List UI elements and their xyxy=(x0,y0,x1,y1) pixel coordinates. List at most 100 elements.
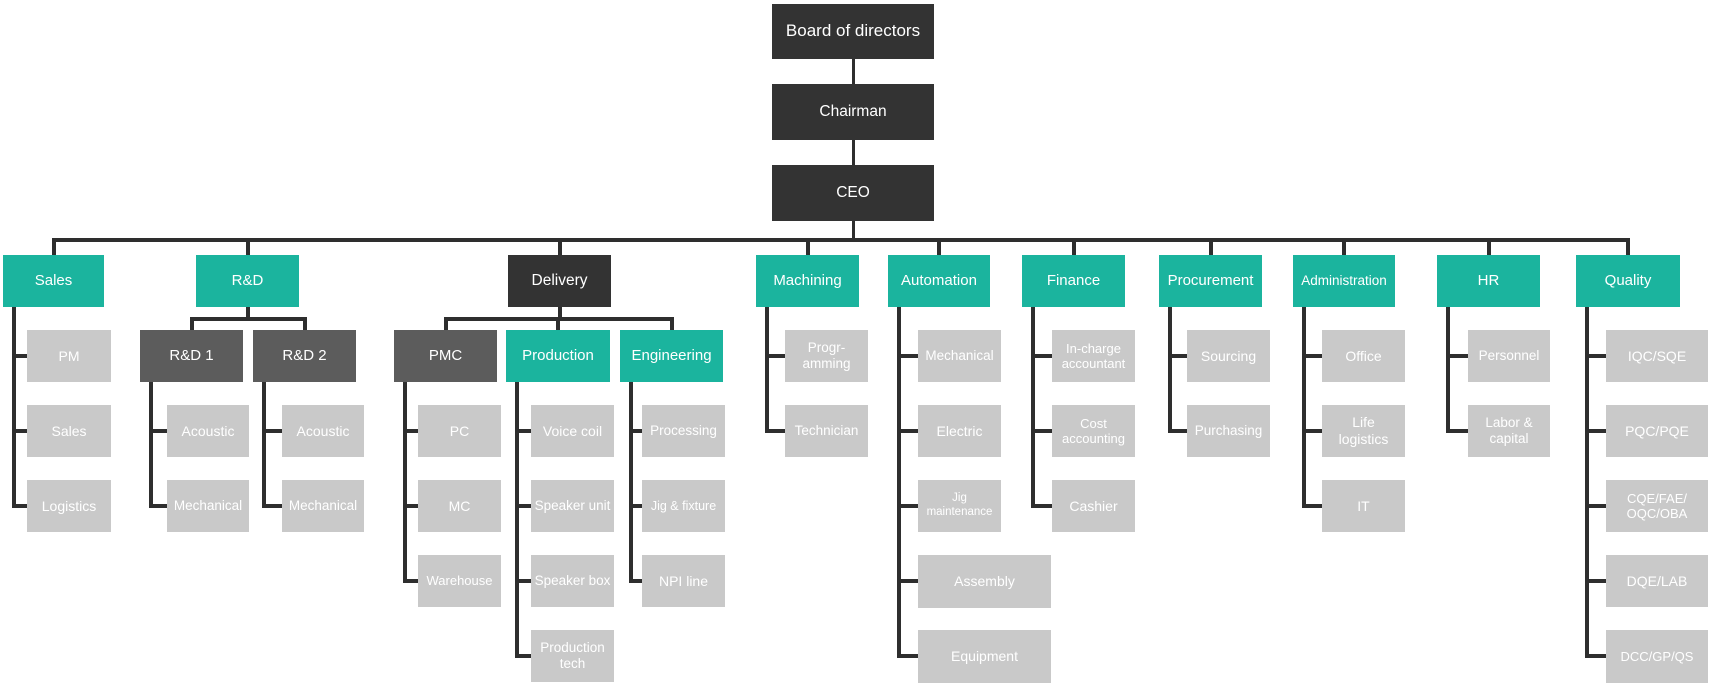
org-node-technician: Technician xyxy=(785,405,868,457)
org-node-pm: PM xyxy=(27,330,111,382)
org-node-warehouse: Warehouse xyxy=(418,555,501,607)
connector-line xyxy=(897,579,918,583)
org-node-hr: HR xyxy=(1437,255,1540,307)
connector-line xyxy=(765,354,785,358)
org-node-auto-mechanical: Mechanical xyxy=(918,330,1001,382)
connector-line xyxy=(1208,238,1213,255)
connector-line xyxy=(1168,354,1187,358)
org-node-logistics: Logistics xyxy=(27,480,111,532)
org-node-equipment: Equipment xyxy=(918,630,1051,683)
connector-line xyxy=(262,382,266,508)
org-node-engineering: Engineering xyxy=(620,330,723,382)
org-node-finance: Finance xyxy=(1022,255,1125,307)
connector-line xyxy=(629,504,642,508)
org-node-procurement: Procurement xyxy=(1159,255,1262,307)
org-node-machining: Machining xyxy=(756,255,859,307)
connector-line xyxy=(1585,354,1606,358)
connector-line xyxy=(515,429,531,433)
org-node-chairman: Chairman xyxy=(772,84,934,140)
connector-line xyxy=(765,429,785,433)
org-node-life-logistics: Life logistics xyxy=(1322,405,1405,457)
connector-line xyxy=(851,59,855,84)
org-node-speaker-unit: Speaker unit xyxy=(531,480,614,532)
org-node-rnd-2-acoustic: Acoustic xyxy=(282,405,364,457)
org-node-quality: Quality xyxy=(1576,255,1680,307)
connector-line xyxy=(403,382,407,583)
connector-line xyxy=(12,429,27,433)
org-node-speaker-box: Speaker box xyxy=(531,555,614,607)
connector-line xyxy=(1031,429,1052,433)
connector-line xyxy=(403,429,418,433)
connector-line xyxy=(12,354,27,358)
connector-line xyxy=(1168,429,1187,433)
connector-line xyxy=(1031,354,1052,358)
connector-line xyxy=(897,307,901,658)
connector-line xyxy=(1585,504,1606,508)
connector-line xyxy=(149,382,153,508)
org-node-rnd-1-acoustic: Acoustic xyxy=(167,405,249,457)
org-node-assembly: Assembly xyxy=(918,555,1051,608)
connector-line xyxy=(1446,354,1468,358)
connector-line xyxy=(51,238,56,255)
org-node-dcc-gp-qs: DCC/GP/QS xyxy=(1606,630,1708,683)
connector-line xyxy=(12,307,16,508)
org-node-cqe-fae: CQE/FAE/ OQC/OBA xyxy=(1606,480,1708,532)
org-node-rnd-1-mechanical: Mechanical xyxy=(167,480,249,532)
connector-line xyxy=(245,307,250,321)
connector-line xyxy=(669,317,674,330)
connector-line xyxy=(189,317,307,321)
org-node-it: IT xyxy=(1322,480,1405,532)
org-node-processing: Processing xyxy=(642,405,725,457)
connector-line xyxy=(556,317,560,330)
connector-line xyxy=(262,429,282,433)
connector-line xyxy=(1626,238,1630,255)
org-node-sales: Sales xyxy=(3,255,104,307)
connector-line xyxy=(1446,307,1450,433)
org-node-sales-team: Sales xyxy=(27,405,111,457)
org-node-production-tech: Production tech xyxy=(531,630,614,682)
org-node-jig-maintenance: Jig maintenance xyxy=(918,480,1001,532)
org-node-rnd-2-mechanical: Mechanical xyxy=(282,480,364,532)
connector-line xyxy=(1168,307,1172,433)
org-node-voice-coil: Voice coil xyxy=(531,405,614,457)
org-node-delivery: Delivery xyxy=(508,255,611,307)
org-node-automation: Automation xyxy=(888,255,990,307)
org-node-office: Office xyxy=(1322,330,1405,382)
connector-line xyxy=(1585,654,1606,658)
connector-line xyxy=(897,654,918,658)
connector-line xyxy=(149,429,167,433)
org-node-production: Production xyxy=(506,330,610,382)
connector-line xyxy=(851,140,855,165)
connector-line xyxy=(515,504,531,508)
org-node-personnel: Personnel xyxy=(1468,330,1550,382)
connector-line xyxy=(1031,307,1035,508)
org-node-labor-capital: Labor & capital xyxy=(1468,405,1550,457)
connector-line xyxy=(1446,429,1468,433)
connector-line xyxy=(557,307,562,321)
org-node-in-charge-accountant: In-charge accountant xyxy=(1052,330,1135,382)
connector-line xyxy=(262,504,282,508)
connector-line xyxy=(189,317,194,330)
connector-line xyxy=(937,238,941,255)
org-node-programming: Progr- amming xyxy=(785,330,868,382)
connector-line xyxy=(51,238,1630,242)
connector-line xyxy=(1585,307,1589,658)
connector-line xyxy=(1302,504,1322,508)
org-node-jig-fixture: Jig & fixture xyxy=(642,480,725,532)
org-node-electric: Electric xyxy=(918,405,1001,457)
connector-line xyxy=(1302,354,1322,358)
connector-line xyxy=(403,579,418,583)
connector-line xyxy=(629,579,642,583)
org-node-cashier: Cashier xyxy=(1052,480,1135,532)
connector-line xyxy=(515,382,519,658)
connector-line xyxy=(515,654,531,658)
connector-line xyxy=(403,504,418,508)
connector-line xyxy=(12,504,27,508)
connector-line xyxy=(629,382,633,583)
org-node-purchasing: Purchasing xyxy=(1187,405,1270,457)
connector-line xyxy=(1302,429,1322,433)
connector-line xyxy=(1071,238,1076,255)
connector-line xyxy=(557,238,562,255)
org-node-iqc-sqe: IQC/SQE xyxy=(1606,330,1708,382)
